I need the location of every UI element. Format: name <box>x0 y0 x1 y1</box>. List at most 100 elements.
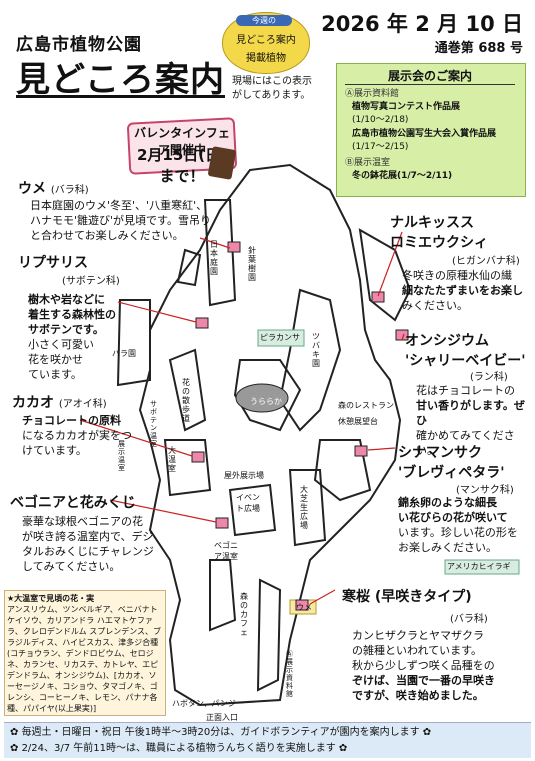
badge-line1: 見どころ案内 <box>236 35 296 46</box>
map-big-plaza: 大芝生広場 <box>300 485 308 530</box>
cinnamon-d3: います。珍しい花の形を <box>398 526 518 539</box>
cacao-heading: カカオ (アオイ科) <box>12 392 107 412</box>
footer: ✿ 毎週土・日曜日・祝日 午後1時半～3時20分は、ガイドボランティアが園内を案… <box>4 722 531 758</box>
footer-text1: 毎週土・日曜日・祝日 午後1時半～3時20分は、ガイドボランティアが園内を案内し… <box>21 727 420 738</box>
cinnamon-d2: い花びらの花が咲いて <box>398 511 508 524</box>
map-big-greenhouse: 大温室 <box>168 446 176 473</box>
map-rose: バラ園 <box>112 349 136 358</box>
map-flower-path: 花の散歩道 <box>182 378 190 423</box>
begonia-d2: が咲き誇る温室内で、デジ <box>22 530 154 543</box>
oncidium-d3: 確かめてみてください。 <box>416 429 515 457</box>
exhibit-a-period2: (1/17～2/15) <box>352 142 409 152</box>
map-outdoor: 屋外展示場 <box>224 471 264 480</box>
ripsalis-desc2: 小さく可愛い花を咲かせています。 <box>28 337 94 382</box>
exhibit-a-name1: 植物写真コンテスト作品展 <box>352 102 461 112</box>
ume-d2: ハナモモ'雛遊び'が見頃です。雪吊り <box>30 214 211 227</box>
cacao-d3: けています。 <box>22 444 87 457</box>
valentine-line2: 2月15日(日)まで！ <box>136 146 228 185</box>
ripsalis-d6: ています。 <box>28 368 82 381</box>
oncidium-family: (ラン科) <box>470 372 508 383</box>
cinnamon-name2: 'ブレヴィペタラ' <box>398 465 505 481</box>
narcissus-d1: 冬咲きの原種水仙の繊 <box>402 269 512 282</box>
sakura-heading: 寒桜 (早咲きタイプ) <box>342 589 472 605</box>
ripsalis-family: (サボテン科) <box>62 276 120 287</box>
cacao-d2: になるカカオが実をつ <box>22 429 132 442</box>
exhibit-a-period1: (1/10～2/18) <box>352 115 409 125</box>
badge-line2: 掲載植物 <box>246 53 286 64</box>
badge-top: 今週の <box>236 15 292 26</box>
exhibit-place-b: Ⓑ展示温室 <box>345 158 391 168</box>
badge-note-1: 現場にはこの表示 <box>232 76 312 87</box>
narcissus-d3: みください。 <box>402 299 468 312</box>
ripsalis-d4: 小さく可愛い <box>28 338 94 351</box>
begonia-d1: 豪華な球根ベゴニアの花 <box>22 515 143 528</box>
begonia-d3: タルおみくじにチャレンジ <box>22 545 154 558</box>
map-americanhiiragi: アメリカヒイラギ <box>447 562 511 571</box>
issue-date: 2026 年 2 月 10 日 <box>321 12 523 36</box>
map-crescent: うららか <box>250 397 282 406</box>
narcissus-desc: 冬咲きの原種水仙の繊細なたたずまいをお楽しみください。 <box>402 268 523 313</box>
oncidium-name2: 'シャリーベイビー' <box>405 353 526 369</box>
exhibit-a-name2: 広島市植物公園写生大会入賞作品展 <box>352 129 497 139</box>
sakura-d3: 秋から少しずつ咲く品種をの <box>352 659 495 672</box>
map-rest: 休憩展望台 <box>338 417 378 426</box>
map-begonia-house: ベゴニア温室 <box>214 541 238 561</box>
map-shiryokan: Ⓐ展示資料館 <box>286 650 293 698</box>
oncidium-d2: 甘い香りがします。ぜひ <box>416 399 525 427</box>
sakura-d1: カンヒザクラとヤマザクラ <box>352 629 484 642</box>
oncidium-heading: オンシジウム'シャリーベイビー' <box>405 330 526 370</box>
map-event: イベント広場 <box>236 493 260 513</box>
chocolate-icon <box>207 146 237 180</box>
map-tsubaki: ツバキ園 <box>312 332 320 368</box>
cinnamon-heading: シナマンサク'ブレヴィペタラ' <box>398 442 505 482</box>
valentine-line1: バレンタインフェア開催中 <box>134 126 230 157</box>
map-japanese-garden: 日本庭園 <box>210 240 218 276</box>
map-pyracantha: ピラカンサ <box>260 333 300 342</box>
map-cafe: 森のカフェ <box>240 592 248 637</box>
park-name: 広島市植物公園 <box>16 35 142 55</box>
narcissus-heading: ナルキッススロミエウクシィ <box>390 212 488 252</box>
map-conifer: 針葉樹園 <box>248 246 256 282</box>
ume-desc: 日本庭園のウメ'冬至'、'八重寒紅'、ハナモモ'雛遊び'が見頃です。雪吊りと合わ… <box>30 198 211 243</box>
ume-family: (バラ科) <box>50 185 89 196</box>
narcissus-d2: 細なたたずまいをお楽し <box>402 284 523 297</box>
ripsalis-d1: 樹木や岩などに <box>28 293 105 306</box>
map-main-gate: 正面入口 <box>206 713 238 722</box>
cacao-family: (アオイ科) <box>58 399 107 410</box>
sakura-desc: カンヒザクラとヤマザクラの雑種といわれています。秋から少しずつ咲く品種をのぞけば… <box>352 628 495 703</box>
footer-text2: 2/24、3/7 午前11時～は、職員による植物うんちく語りを実施します <box>21 743 336 754</box>
begonia-d4: してみてください。 <box>22 560 121 573</box>
cacao-d1: チョコレートの原料 <box>22 414 121 427</box>
sakura-d5: ですが、咲き始めました。 <box>352 689 484 702</box>
ripsalis-d5: 花を咲かせ <box>28 353 83 366</box>
page-title: 見どころ案内 <box>16 60 225 100</box>
ume-heading: ウメ (バラ科) <box>18 178 89 198</box>
map-peony: ハボタン、パンジー <box>172 699 244 708</box>
narcissus-name2: ロミエウクシィ <box>390 235 488 251</box>
ume-name: ウメ <box>18 181 46 197</box>
exhibit-place-a: Ⓐ展示資料館 <box>345 89 400 99</box>
badge-note-2: がしてあります。 <box>232 90 311 101</box>
map-ume: ウメ <box>296 603 312 612</box>
sakura-d2: の雑種といわれています。 <box>352 644 483 657</box>
greenhouse-legend: ★大温室で見頃の花・実 アンスリウム、ツンベルギア、ベニバナトケイソウ、カリアン… <box>4 590 166 716</box>
narcissus-name1: ナルキッスス <box>390 215 474 231</box>
sakura-family: (バラ科) <box>450 614 488 625</box>
ume-d1: 日本庭園のウメ'冬至'、'八重寒紅'、 <box>30 199 208 212</box>
ripsalis-d3: サボテンです。 <box>28 323 104 336</box>
legend-title: ★大温室で見頃の花・実 <box>7 594 95 603</box>
ripsalis-desc: 樹木や岩などに着生する森林性のサボテンです。 <box>28 292 116 337</box>
begonia-desc: 豪華な球根ベゴニアの花が咲き誇る温室内で、デジタルおみくじにチャレンジしてみてく… <box>22 514 154 574</box>
oncidium-d1: 花はチョコレートの <box>416 384 515 397</box>
oncidium-desc: 花はチョコレートの甘い香りがします。ぜひ確かめてみてください。 <box>416 383 535 458</box>
ripsalis-heading: リプサリス <box>18 255 88 271</box>
exhibit-b-name1: 冬の鉢花展(1/7～2/11) <box>352 171 453 181</box>
sakura-d4: ぞけば、当園で一番の早咲き <box>352 674 495 687</box>
ume-d3: と合わせてお楽しみください。 <box>30 229 184 242</box>
cinnamon-desc: 錦糸卵のような細長い花びらの花が咲いています。珍しい花の形をお楽しみください。 <box>398 495 518 555</box>
map-cactus: サボテン温室 <box>150 400 157 448</box>
cacao-desc: チョコレートの原料になるカカオが実をつけています。 <box>22 413 132 458</box>
map-restaurant: 森のレストラン <box>338 401 394 410</box>
narcissus-family: (ヒガンバナ科) <box>452 256 520 267</box>
